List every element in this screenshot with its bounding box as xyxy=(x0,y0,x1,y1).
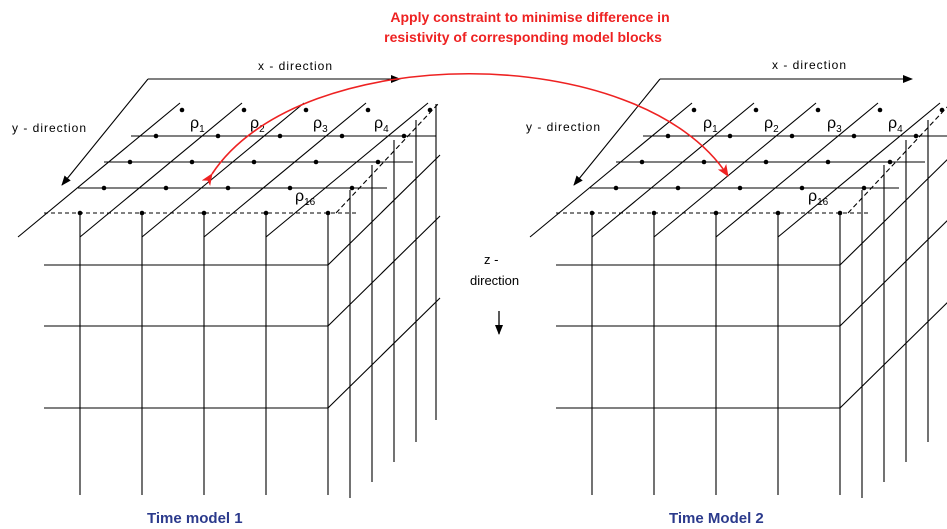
top-diagonal-line xyxy=(141,102,305,238)
rho-16-label: ρ16 xyxy=(808,188,829,208)
grid-node-dot xyxy=(241,107,247,113)
grid-node-dot xyxy=(877,107,883,113)
model-1-rho-labels: ρ1 ρ2 ρ3 ρ4 ρ16 xyxy=(190,115,389,208)
top-diagonal-line xyxy=(777,102,941,238)
top-right-dashed-diagonal xyxy=(335,103,439,214)
grid-node-dot xyxy=(139,210,145,216)
grid-node-dot xyxy=(727,133,733,139)
model-1-x-direction-label: x - direction xyxy=(258,59,333,73)
grid-node-dot xyxy=(201,210,207,216)
grid-node-dot xyxy=(913,133,919,139)
grid-node-dot xyxy=(789,133,795,139)
grid-node-dot xyxy=(799,185,805,191)
side-diagonal-line xyxy=(839,302,947,409)
side-diagonal-line xyxy=(839,220,947,327)
grid-node-dot xyxy=(313,159,319,165)
grid-node-dot xyxy=(215,133,221,139)
rho-3-label: ρ3 xyxy=(827,115,842,135)
rho-4-label: ρ4 xyxy=(374,115,389,135)
grid-node-dot xyxy=(737,185,743,191)
top-diagonal-line xyxy=(265,102,429,238)
rho-2-label: ρ2 xyxy=(250,115,265,135)
grid-node-dot xyxy=(701,159,707,165)
grid-node-dot xyxy=(375,159,381,165)
rho-16-label: ρ16 xyxy=(295,188,316,208)
grid-node-dot xyxy=(815,107,821,113)
top-right-dashed-diagonal xyxy=(847,106,947,214)
grid-node-dot xyxy=(639,159,645,165)
grid-node-dot xyxy=(427,107,433,113)
top-diagonal-line xyxy=(203,102,367,238)
grid-node-dot xyxy=(163,185,169,191)
grid-node-dot xyxy=(589,210,595,216)
rho-4-label: ρ4 xyxy=(888,115,903,135)
grid-node-dot xyxy=(775,210,781,216)
model-1-grid xyxy=(17,75,441,498)
top-diagonal-line xyxy=(715,102,879,238)
grid-node-dot xyxy=(691,107,697,113)
grid-node-dot xyxy=(225,185,231,191)
grid-node-dot xyxy=(303,107,309,113)
top-diagonal-line xyxy=(653,102,817,238)
grid-node-dot xyxy=(753,107,759,113)
grid-node-dot xyxy=(675,185,681,191)
constraint-arrow xyxy=(201,72,729,186)
model-1-title: Time model 1 xyxy=(147,510,243,527)
grid-node-dot xyxy=(713,210,719,216)
y-axis-line xyxy=(61,78,149,186)
grid-node-dot xyxy=(339,133,345,139)
grid-node-dot xyxy=(277,133,283,139)
grid-node-dot xyxy=(613,185,619,191)
model-2-grid xyxy=(529,75,947,498)
model-2-title: Time Model 2 xyxy=(669,510,764,527)
grid-node-dot xyxy=(837,210,843,216)
top-diagonal-line xyxy=(79,102,243,238)
grid-node-dot xyxy=(851,133,857,139)
grid-node-dot xyxy=(365,107,371,113)
top-diagonal-line xyxy=(17,102,181,238)
grid-node-dot xyxy=(101,185,107,191)
grid-node-dot xyxy=(887,159,893,165)
z-direction-label-line-2: direction xyxy=(470,273,519,288)
grid-node-dot xyxy=(263,210,269,216)
annotation-line-1: Apply constraint to minimise difference … xyxy=(390,9,669,25)
model-2-y-direction-label: y - direction xyxy=(526,120,601,134)
grid-node-dot xyxy=(665,133,671,139)
side-diagonal-line xyxy=(327,215,441,327)
grid-node-dot xyxy=(939,107,945,113)
grid-node-dot xyxy=(127,159,133,165)
grid-node-dot xyxy=(763,159,769,165)
z-direction-label-line-1: z - xyxy=(484,252,498,267)
side-diagonal-line xyxy=(327,297,441,409)
grid-node-dot xyxy=(153,133,159,139)
grid-node-dot xyxy=(287,185,293,191)
grid-node-dot xyxy=(179,107,185,113)
grid-node-dot xyxy=(825,159,831,165)
annotation-line-2: resistivity of corresponding model block… xyxy=(384,29,662,45)
rho-1-label: ρ1 xyxy=(703,115,718,135)
grid-node-dot xyxy=(651,210,657,216)
grid-node-dot xyxy=(251,159,257,165)
model-1-y-direction-label: y - direction xyxy=(12,121,87,135)
rho-3-label: ρ3 xyxy=(313,115,328,135)
grid-node-dot xyxy=(861,185,867,191)
model-2-x-direction-label: x - direction xyxy=(772,58,847,72)
grid-node-dot xyxy=(349,185,355,191)
side-diagonal-line xyxy=(839,159,947,266)
grid-node-dot xyxy=(189,159,195,165)
grid-node-dot xyxy=(401,133,407,139)
grid-node-dot xyxy=(77,210,83,216)
model-2-rho-labels: ρ1 ρ2 ρ3 ρ4 ρ16 xyxy=(703,115,903,208)
rho-1-label: ρ1 xyxy=(190,115,205,135)
grid-node-dot xyxy=(325,210,331,216)
rho-2-label: ρ2 xyxy=(764,115,779,135)
